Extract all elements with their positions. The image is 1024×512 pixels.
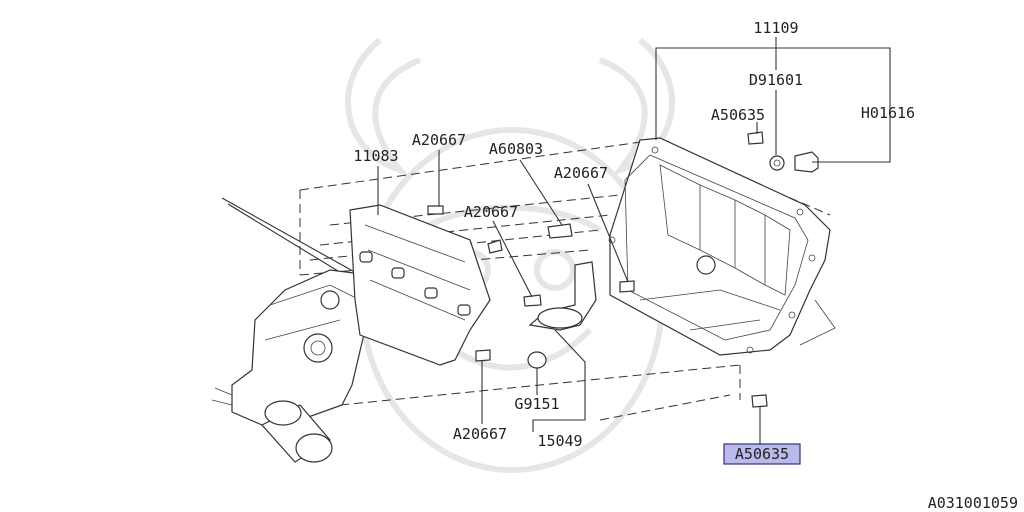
label-a20667-a[interactable]: A20667 xyxy=(412,131,466,149)
bolt-a20667 xyxy=(619,280,635,293)
label-11109[interactable]: 11109 xyxy=(753,19,798,37)
label-a20667-bottom[interactable]: A20667 xyxy=(453,425,507,443)
engine-block-body xyxy=(211,269,373,426)
oil-pan-11109 xyxy=(608,137,836,356)
diagram-id: A031001059 xyxy=(928,494,1018,512)
shaft-line xyxy=(221,197,361,276)
label-a50635-selected[interactable]: A50635 xyxy=(735,445,789,463)
label-h01616[interactable]: H01616 xyxy=(861,104,915,122)
label-15049[interactable]: 15049 xyxy=(537,432,582,450)
label-a20667-b[interactable]: A20667 xyxy=(554,164,608,182)
selected-part-highlight[interactable] xyxy=(723,443,801,465)
oil-filter xyxy=(261,400,333,463)
washer-d91601 xyxy=(769,155,785,171)
shaft-line xyxy=(227,203,357,283)
label-a20667-c[interactable]: A20667 xyxy=(464,203,518,221)
label-g9151[interactable]: G9151 xyxy=(514,395,559,413)
engine-plate-11083 xyxy=(349,204,491,366)
bolt-a60803 xyxy=(547,223,573,239)
part-labels: 11109 D91601 A50635 H01616 11083 A20667 … xyxy=(353,19,1018,512)
label-d91601[interactable]: D91601 xyxy=(749,71,803,89)
bolt-a50635 xyxy=(751,394,768,408)
bolt-a20667 xyxy=(523,294,542,307)
bolt-a50635 xyxy=(747,131,764,145)
gasket-g9151 xyxy=(527,351,547,369)
drain-plug-h01616 xyxy=(794,151,819,173)
label-a60803[interactable]: A60803 xyxy=(489,140,543,158)
bolts xyxy=(427,131,819,408)
label-11083[interactable]: 11083 xyxy=(353,147,398,165)
bolt-a20667 xyxy=(487,239,503,254)
leader-lines xyxy=(377,37,891,444)
label-a50635-top[interactable]: A50635 xyxy=(711,106,765,124)
bolt-a20667 xyxy=(475,349,491,362)
oil-strainer xyxy=(527,261,597,369)
bolt-a20667 xyxy=(427,205,444,215)
